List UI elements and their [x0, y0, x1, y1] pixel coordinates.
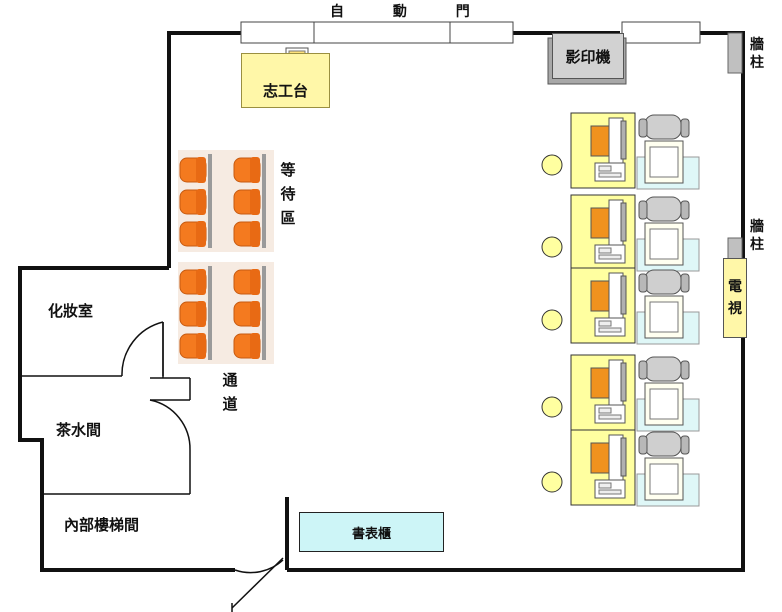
- monitor-icon: [590, 280, 610, 312]
- waiting-chair: [233, 333, 261, 359]
- copier: 影印機: [552, 33, 624, 79]
- pantry-label: 茶水間: [56, 421, 102, 439]
- top-left-wall: [167, 31, 243, 268]
- counter-station: [541, 194, 700, 272]
- stool-icon: [541, 396, 563, 418]
- volunteer-desk: 志工台: [241, 53, 330, 108]
- door-swing-makeup: [121, 321, 164, 377]
- tv: 電視: [723, 258, 747, 338]
- office-chair-icon: [638, 269, 690, 339]
- door-swing-pantry: [149, 399, 191, 451]
- passage-label: 通道: [222, 371, 238, 413]
- stool-icon: [541, 309, 563, 331]
- counter-station: [541, 112, 700, 190]
- bench-bar: [262, 154, 266, 248]
- right-wall: [287, 33, 745, 572]
- waiting-chair: [233, 221, 261, 247]
- pillar-top: [727, 32, 743, 74]
- waiting-area-label: 等待區: [280, 161, 296, 227]
- monitor-icon: [590, 207, 610, 239]
- makeup-room-label: 化妝室: [48, 302, 94, 320]
- counter-station: [541, 267, 700, 345]
- copier-label: 影印機: [565, 47, 611, 66]
- waiting-chair: [233, 269, 261, 295]
- volunteer-desk-label: 志工台: [262, 82, 308, 100]
- waiting-chair: [179, 301, 207, 327]
- stool-icon: [541, 154, 563, 176]
- pillar-top-label: 牆柱: [750, 37, 764, 71]
- monitor-icon: [590, 125, 610, 157]
- bookcase-label: 書表櫃: [351, 526, 391, 542]
- partitions: [20, 321, 284, 612]
- walls: [18, 31, 745, 572]
- waiting-chair: [179, 157, 207, 183]
- waiting-chair: [179, 221, 207, 247]
- keyboard-icon: [594, 479, 626, 499]
- pillar-mid: [727, 237, 743, 261]
- waiting-chair: [233, 157, 261, 183]
- counter-station: [541, 429, 700, 507]
- office-chair-icon: [638, 196, 690, 266]
- keyboard-icon: [594, 317, 626, 337]
- pillar-mid-label: 牆柱: [750, 219, 764, 253]
- bench-bar: [208, 266, 212, 360]
- office-chair-icon: [638, 431, 690, 501]
- auto-door: [240, 21, 514, 44]
- auto-door-label: 自 動 門: [330, 4, 492, 20]
- office-chair-icon: [638, 356, 690, 426]
- stool-icon: [541, 236, 563, 258]
- service-counters: [541, 112, 700, 507]
- waiting-chair: [179, 333, 207, 359]
- tv-label: 電視: [728, 279, 742, 317]
- keyboard-icon: [594, 404, 626, 424]
- left-wall: [18, 266, 235, 572]
- keyboard-icon: [594, 244, 626, 264]
- waiting-chair: [179, 269, 207, 295]
- office-chair-icon: [638, 114, 690, 184]
- monitor-icon: [590, 442, 610, 474]
- waiting-chair: [233, 301, 261, 327]
- stool-icon: [541, 471, 563, 493]
- waiting-chairs: [178, 150, 274, 364]
- bench-bar: [208, 154, 212, 248]
- keyboard-icon: [594, 162, 626, 182]
- waiting-chair: [179, 189, 207, 215]
- waiting-chair: [233, 189, 261, 215]
- monitor-icon: [590, 367, 610, 399]
- counter-station: [541, 354, 700, 432]
- bench-bar: [262, 266, 266, 360]
- door-panel-right: [621, 21, 701, 44]
- stairs-label: 內部樓梯間: [64, 516, 140, 534]
- entry-door-swing: [234, 559, 284, 574]
- bookcase: 書表櫃: [299, 512, 444, 552]
